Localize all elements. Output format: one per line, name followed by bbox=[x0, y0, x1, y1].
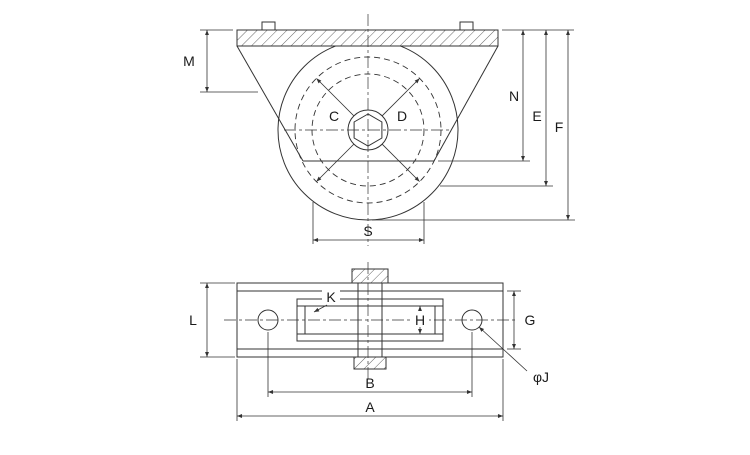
top-plate-hatch bbox=[237, 30, 498, 46]
right-side-plate-edge bbox=[433, 45, 499, 162]
label-B: B bbox=[365, 375, 374, 391]
dimension-M: M bbox=[183, 29, 258, 93]
left-side-plate-edge bbox=[236, 45, 304, 162]
plan-view: L G K H B A bbox=[189, 262, 549, 421]
label-E: E bbox=[532, 108, 541, 124]
dimension-F: F bbox=[372, 30, 575, 221]
label-H: H bbox=[415, 312, 425, 328]
dimension-phi-J: φJ bbox=[478, 326, 549, 385]
label-G: G bbox=[525, 312, 536, 328]
left-weld-stud bbox=[261, 21, 276, 31]
dimension-A: A bbox=[236, 359, 504, 421]
dimension-H: H bbox=[411, 306, 429, 334]
label-M: M bbox=[183, 53, 195, 69]
label-phi-J: φJ bbox=[533, 369, 549, 385]
dimension-G: G bbox=[507, 290, 536, 350]
dimension-S: S bbox=[312, 202, 425, 244]
dimension-L: L bbox=[189, 282, 235, 358]
label-N: N bbox=[509, 88, 519, 104]
front-view: M C D N E F S bbox=[183, 14, 575, 246]
mounting-bracket bbox=[236, 21, 499, 162]
label-C: C bbox=[329, 108, 339, 124]
dimension-B: B bbox=[267, 332, 473, 397]
label-A: A bbox=[365, 399, 375, 415]
dimension-E: E bbox=[440, 30, 553, 187]
label-S: S bbox=[363, 223, 372, 239]
label-F: F bbox=[555, 119, 564, 135]
right-weld-stud bbox=[459, 21, 474, 31]
dimension-N: N bbox=[438, 29, 574, 162]
hole-diameter-leader bbox=[478, 326, 528, 372]
label-K: K bbox=[326, 289, 336, 305]
dimension-K: K bbox=[313, 289, 340, 313]
label-L: L bbox=[189, 312, 197, 328]
top-plate-outline bbox=[236, 29, 499, 47]
axle-lock-nut bbox=[353, 356, 387, 370]
axle-bolt-head bbox=[351, 268, 389, 284]
label-D: D bbox=[397, 108, 407, 124]
